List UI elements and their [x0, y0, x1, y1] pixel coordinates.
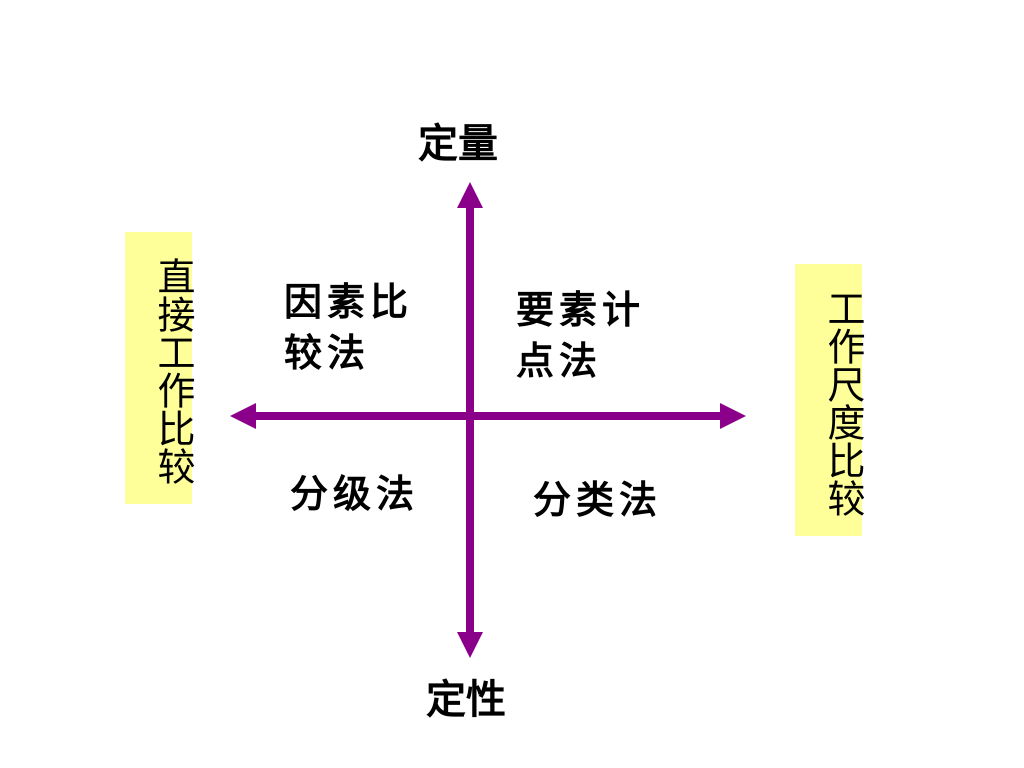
- arrow-right-icon: [720, 403, 746, 429]
- quadrant-top-right: 要素计 点法: [516, 287, 646, 384]
- axis-label-bottom: 定性: [426, 677, 506, 723]
- arrow-up-icon: [457, 182, 483, 208]
- arrow-down-icon: [457, 632, 483, 658]
- side-label-left: 直接工作比较: [125, 232, 195, 504]
- side-label-right: 工作尺度比较: [795, 264, 865, 536]
- quadrant-bottom-left: 分级法: [290, 471, 420, 516]
- quadrant-top-left: 因素比 较法: [284, 279, 414, 376]
- arrow-left-icon: [230, 403, 256, 429]
- axis-label-top: 定量: [418, 121, 498, 167]
- quadrant-bottom-right: 分类法: [533, 477, 663, 522]
